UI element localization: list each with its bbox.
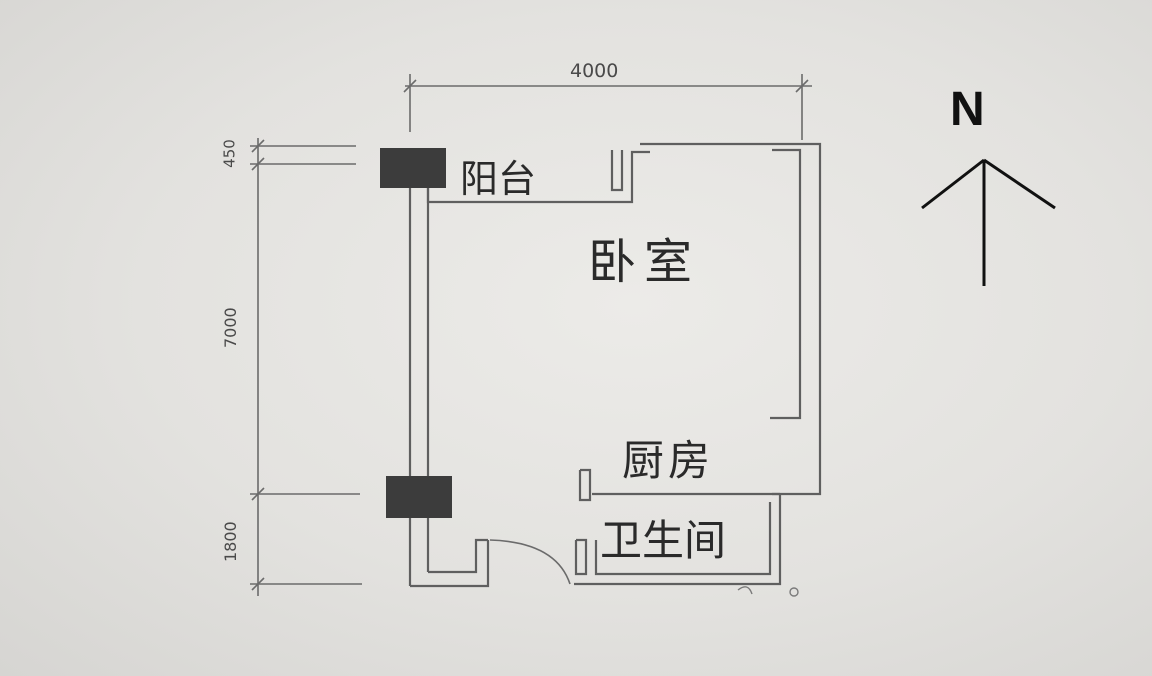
dimension-tick-bottom (251, 577, 265, 591)
dimension-tick-balcony (251, 157, 265, 171)
wall-bottom-left (410, 540, 490, 588)
walls (408, 142, 822, 588)
dimension-label-main: 7000 (221, 307, 240, 348)
north-label: N (950, 83, 985, 136)
room-label-bedroom: 卧室 (588, 234, 701, 290)
wall-balcony-inner (426, 150, 650, 204)
column-bottom (386, 476, 452, 518)
wall-right-outer (640, 142, 822, 496)
dimension-lines (250, 74, 812, 596)
room-label-kitchen: 厨房 (622, 436, 715, 485)
north-arrow-icon (921, 158, 1056, 286)
dimension-label-balcony: 450 (220, 139, 239, 168)
floor-drain-icon (789, 587, 799, 597)
wall-bath-stub (574, 538, 588, 576)
room-label-balcony: 阳台 (460, 157, 537, 201)
wall-kitchen-stub (578, 468, 592, 502)
wall-bath-inner (594, 502, 772, 576)
dimension-label-bathroom: 1800 (221, 521, 240, 562)
column-top (380, 148, 446, 188)
wall-bottom-left-inner (428, 538, 488, 574)
wall-right-inner (770, 148, 802, 420)
dimension-label-width: 4000 (570, 60, 619, 82)
wall-balcony-divider (610, 150, 624, 192)
wall-bath-outer (574, 494, 782, 586)
room-label-bathroom: 卫生间 (600, 516, 727, 565)
drain-icon (737, 586, 753, 595)
dimension-tick-right (795, 79, 809, 93)
door-swing-icon (489, 539, 571, 585)
dimension-tick-bath (251, 487, 265, 501)
dimension-tick-top (251, 139, 265, 153)
dimension-tick-left (403, 79, 417, 93)
